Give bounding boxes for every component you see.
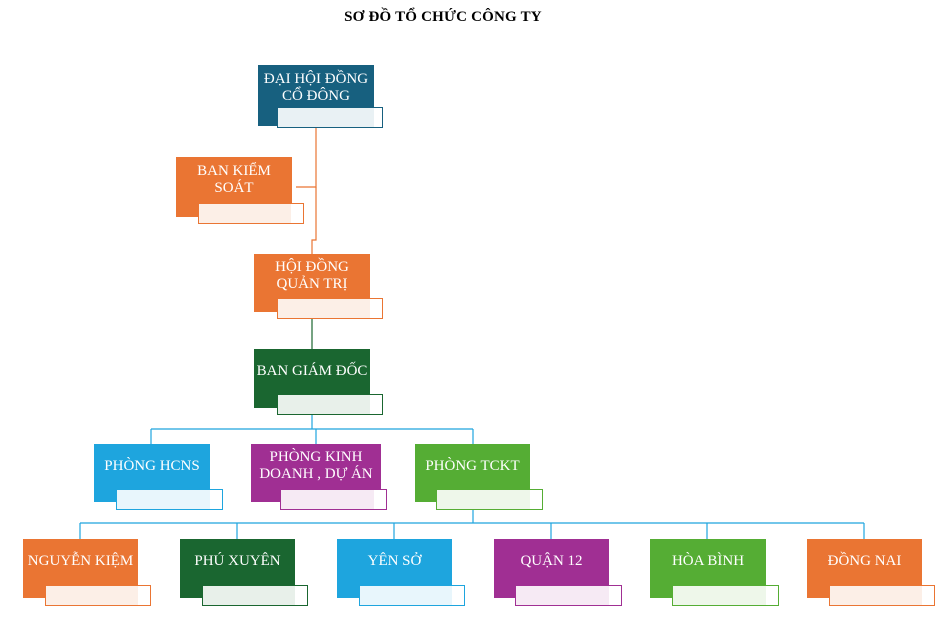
node-phong-hcns-tab bbox=[116, 489, 223, 510]
node-ban-giam-doc-tab bbox=[277, 394, 383, 415]
node-phong-tckt-tab bbox=[436, 489, 543, 510]
connector-dhdcd-bks bbox=[296, 126, 317, 188]
connector-dhdcd-hdqt bbox=[311, 187, 317, 254]
node-hoi-dong-quan-tri-tab bbox=[277, 298, 383, 319]
node-phu-xuyen: PHÚ XUYÊN bbox=[180, 539, 295, 598]
node-dai-hoi-dong-co-dong-tab bbox=[277, 107, 383, 128]
node-phu-xuyen-tab bbox=[202, 585, 308, 606]
node-dong-nai-tab bbox=[829, 585, 935, 606]
node-nguyen-kiem-tab bbox=[45, 585, 151, 606]
node-ban-kiem-soat-tab bbox=[198, 203, 304, 224]
node-quan-12-tab bbox=[515, 585, 622, 606]
node-hoa-binh-tab bbox=[672, 585, 779, 606]
chart-title: SƠ ĐỒ TỔ CHỨC CÔNG TY bbox=[344, 9, 542, 25]
node-phong-kinh-doanh-tab bbox=[280, 489, 387, 510]
node-yen-so-tab bbox=[359, 585, 465, 606]
